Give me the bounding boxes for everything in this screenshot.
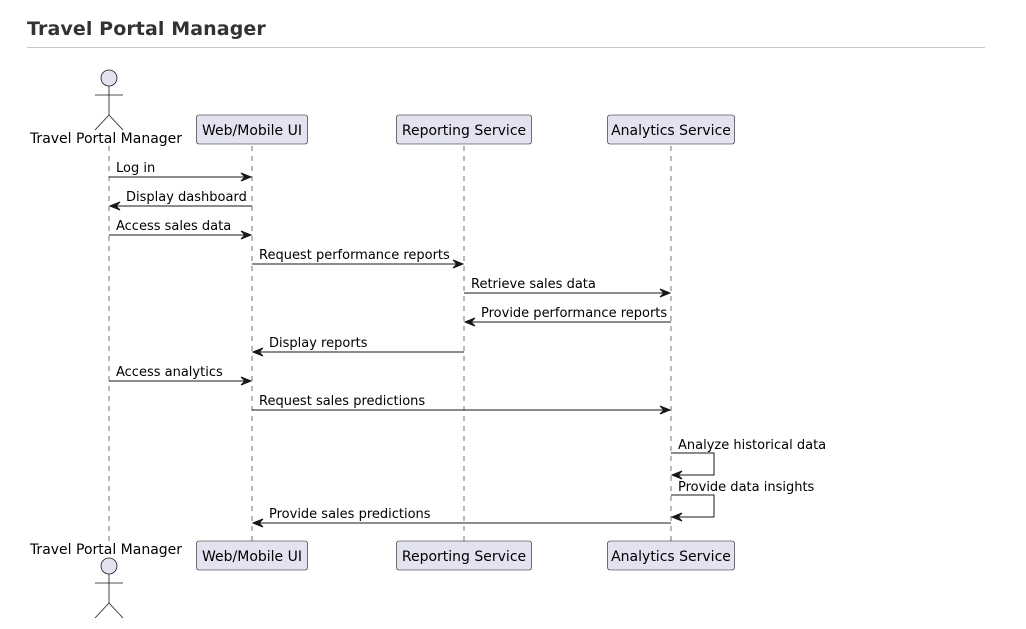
arrow-head: [251, 347, 264, 357]
message-label: Request performance reports: [259, 248, 450, 263]
actor-head: [100, 69, 118, 87]
message-display-reports: Display reports: [251, 336, 464, 357]
participant-box: [196, 114, 308, 145]
message-request-performance-reports: Request performance reports: [252, 248, 465, 269]
arrow-head: [659, 405, 672, 415]
actor-right-leg: [108, 114, 124, 131]
message-provide-data-insights: Provide data insights: [670, 480, 815, 522]
actor-left-leg: [94, 602, 110, 619]
participant-analytics-bottom: Analytics Service: [607, 540, 735, 571]
actor-label: Travel Portal Manager: [29, 542, 182, 558]
arrow-head: [659, 288, 672, 298]
participant-box: [607, 540, 735, 571]
arrow-head: [240, 376, 253, 386]
message-access-analytics: Access analytics: [109, 365, 253, 386]
arrow-head: [240, 172, 253, 182]
participant-label: Reporting Service: [402, 123, 526, 139]
message-label: Access analytics: [116, 365, 223, 380]
participant-label: Web/Mobile UI: [202, 549, 302, 565]
participant-label: Reporting Service: [402, 549, 526, 565]
arrow-head: [108, 201, 121, 211]
message-line: [671, 494, 715, 518]
participant-label: Analytics Service: [611, 123, 731, 139]
message-label: Display reports: [269, 336, 368, 351]
participant-box: [396, 114, 532, 145]
actor-head: [100, 557, 118, 575]
message-analyze-historical-data: Analyze historical data: [670, 438, 826, 480]
message-label: Retrieve sales data: [471, 277, 596, 292]
message-retrieve-sales-data: Retrieve sales data: [464, 277, 672, 298]
participant-box: [196, 540, 308, 571]
actor-left-leg: [94, 114, 110, 131]
message-access-sales-data: Access sales data: [109, 219, 253, 240]
participant-reporting-bottom: Reporting Service: [396, 540, 532, 571]
message-line: [671, 452, 715, 476]
participant-analytics-top: Analytics Service: [607, 114, 735, 145]
message-label: Provide performance reports: [481, 306, 667, 321]
actor-manager-bottom: Travel Portal Manager: [29, 542, 182, 619]
message-label: Provide sales predictions: [269, 507, 431, 522]
participant-box: [607, 114, 735, 145]
participant-ui-top: Web/Mobile UI: [196, 114, 308, 145]
participant-ui-bottom: Web/Mobile UI: [196, 540, 308, 571]
message-label: Access sales data: [116, 219, 231, 234]
page-title: Travel Portal Manager: [27, 18, 266, 40]
arrow-head: [463, 317, 476, 327]
arrow-head: [670, 512, 683, 522]
arrow-head: [251, 518, 264, 528]
title-divider: [27, 47, 985, 48]
actor-label: Travel Portal Manager: [29, 131, 182, 147]
participant-reporting-top: Reporting Service: [396, 114, 532, 145]
arrow-head: [670, 470, 683, 480]
actor-right-leg: [108, 602, 124, 619]
message-label: Provide data insights: [678, 480, 815, 495]
participant-label: Web/Mobile UI: [202, 123, 302, 139]
actor-manager-top: Travel Portal Manager: [29, 69, 182, 147]
message-label: Analyze historical data: [678, 438, 826, 453]
message-label: Display dashboard: [126, 190, 247, 205]
message-provide-performance-reports: Provide performance reports: [463, 306, 671, 327]
arrow-head: [452, 259, 465, 269]
arrow-head: [240, 230, 253, 240]
message-label: Log in: [116, 161, 155, 176]
participant-label: Analytics Service: [611, 549, 731, 565]
message-provide-sales-predictions: Provide sales predictions: [251, 507, 671, 528]
participant-box: [396, 540, 532, 571]
message-display-dashboard: Display dashboard: [108, 190, 252, 211]
message-request-sales-predictions: Request sales predictions: [252, 394, 672, 415]
message-label: Request sales predictions: [259, 394, 425, 409]
message-log-in: Log in: [109, 161, 253, 182]
